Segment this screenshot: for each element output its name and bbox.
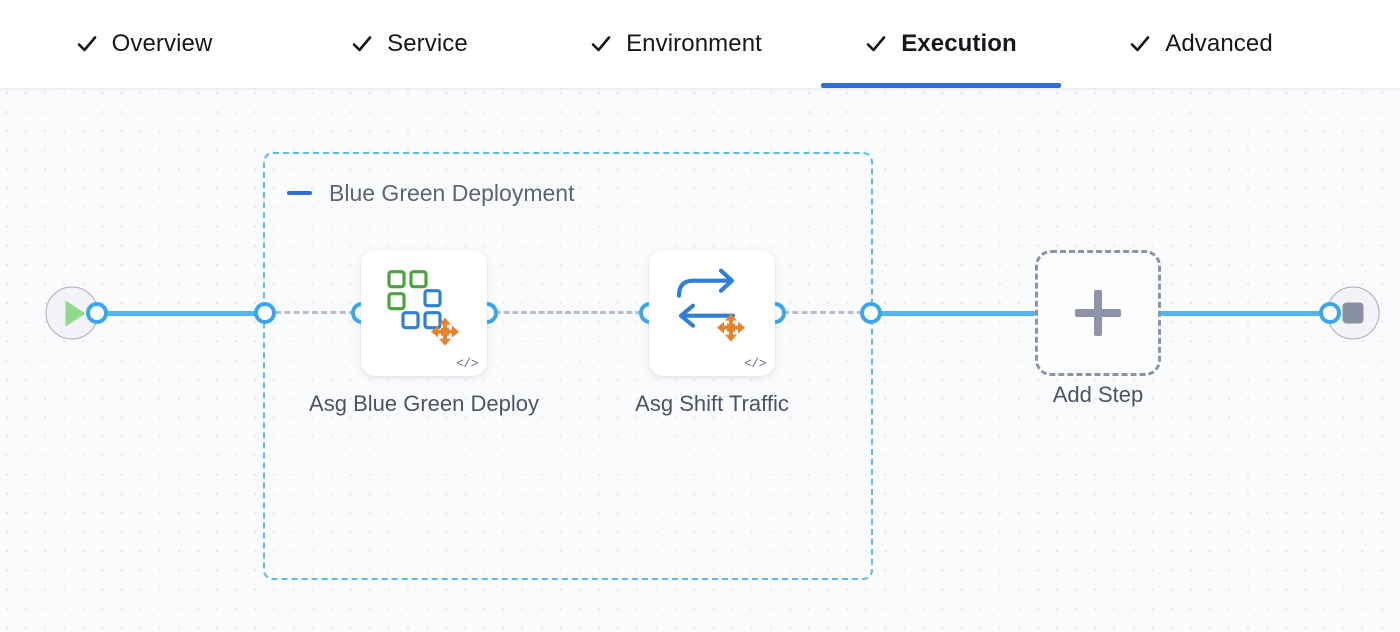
step-card[interactable]: </> <box>361 250 487 376</box>
play-icon <box>65 300 85 326</box>
port-stage-out[interactable] <box>860 302 882 324</box>
pipeline-canvas[interactable]: Blue Green Deployment <box>0 88 1400 632</box>
tab-environment[interactable]: Environment <box>531 8 821 88</box>
port-end-in[interactable] <box>1319 302 1341 324</box>
edge-step1-to-step2 <box>486 311 650 314</box>
tab-active-underline <box>288 83 531 88</box>
pipeline-tab-bar: Overview Service Environment Execution Advan… <box>0 0 1400 88</box>
stop-icon <box>1342 302 1364 324</box>
check-icon <box>351 33 373 55</box>
tab-label: Advanced <box>1165 30 1273 57</box>
minus-icon[interactable] <box>287 191 312 195</box>
tab-advanced[interactable]: Advanced <box>1061 8 1341 88</box>
edge-stage-to-add-step <box>870 311 1036 316</box>
tab-active-underline <box>0 83 288 88</box>
step-card[interactable]: </> <box>649 250 775 376</box>
port-start-out[interactable] <box>86 302 108 324</box>
step-node-asg-blue-green-deploy[interactable]: </> Asg Blue Green Deploy <box>309 250 539 416</box>
step-label: Asg Shift Traffic <box>635 391 789 416</box>
tab-label: Environment <box>626 30 762 57</box>
tab-active-underline <box>821 83 1061 88</box>
tab-active-underline <box>531 83 821 88</box>
check-icon <box>76 33 98 55</box>
plus-icon <box>1075 290 1121 336</box>
tab-label: Service <box>387 30 468 57</box>
tab-execution[interactable]: Execution <box>821 8 1061 88</box>
edge-stage-entry-to-step1 <box>266 311 364 314</box>
tab-service[interactable]: Service <box>288 8 531 88</box>
check-icon <box>1129 33 1151 55</box>
port-stage-in[interactable] <box>254 302 276 324</box>
add-step-node[interactable]: Add Step <box>1035 250 1161 407</box>
add-step-label: Add Step <box>1052 382 1144 407</box>
stage-header: Blue Green Deployment <box>287 180 574 206</box>
tab-overview[interactable]: Overview <box>0 8 288 88</box>
tab-label: Overview <box>111 30 213 57</box>
stage-group-blue-green-deployment[interactable]: Blue Green Deployment <box>263 152 873 580</box>
check-icon <box>590 33 612 55</box>
code-icon: </> <box>456 356 478 371</box>
tab-list: Overview Service Environment Execution Advan… <box>0 8 1341 88</box>
edge-start-to-stage <box>92 311 268 316</box>
stage-title: Blue Green Deployment <box>329 180 575 206</box>
step-node-asg-shift-traffic[interactable]: </> Asg Shift Traffic <box>635 250 789 416</box>
asg-blue-green-deploy-icon <box>381 266 467 357</box>
edge-add-step-to-end <box>1160 311 1330 316</box>
code-icon: </> <box>744 356 766 371</box>
add-step-button[interactable] <box>1035 250 1161 376</box>
tab-label: Execution <box>901 30 1017 57</box>
asg-shift-traffic-icon <box>669 266 755 357</box>
check-icon <box>865 33 887 55</box>
edge-step2-to-stage-exit <box>774 311 872 314</box>
tab-active-underline <box>1061 83 1341 88</box>
step-label: Asg Blue Green Deploy <box>309 391 539 416</box>
